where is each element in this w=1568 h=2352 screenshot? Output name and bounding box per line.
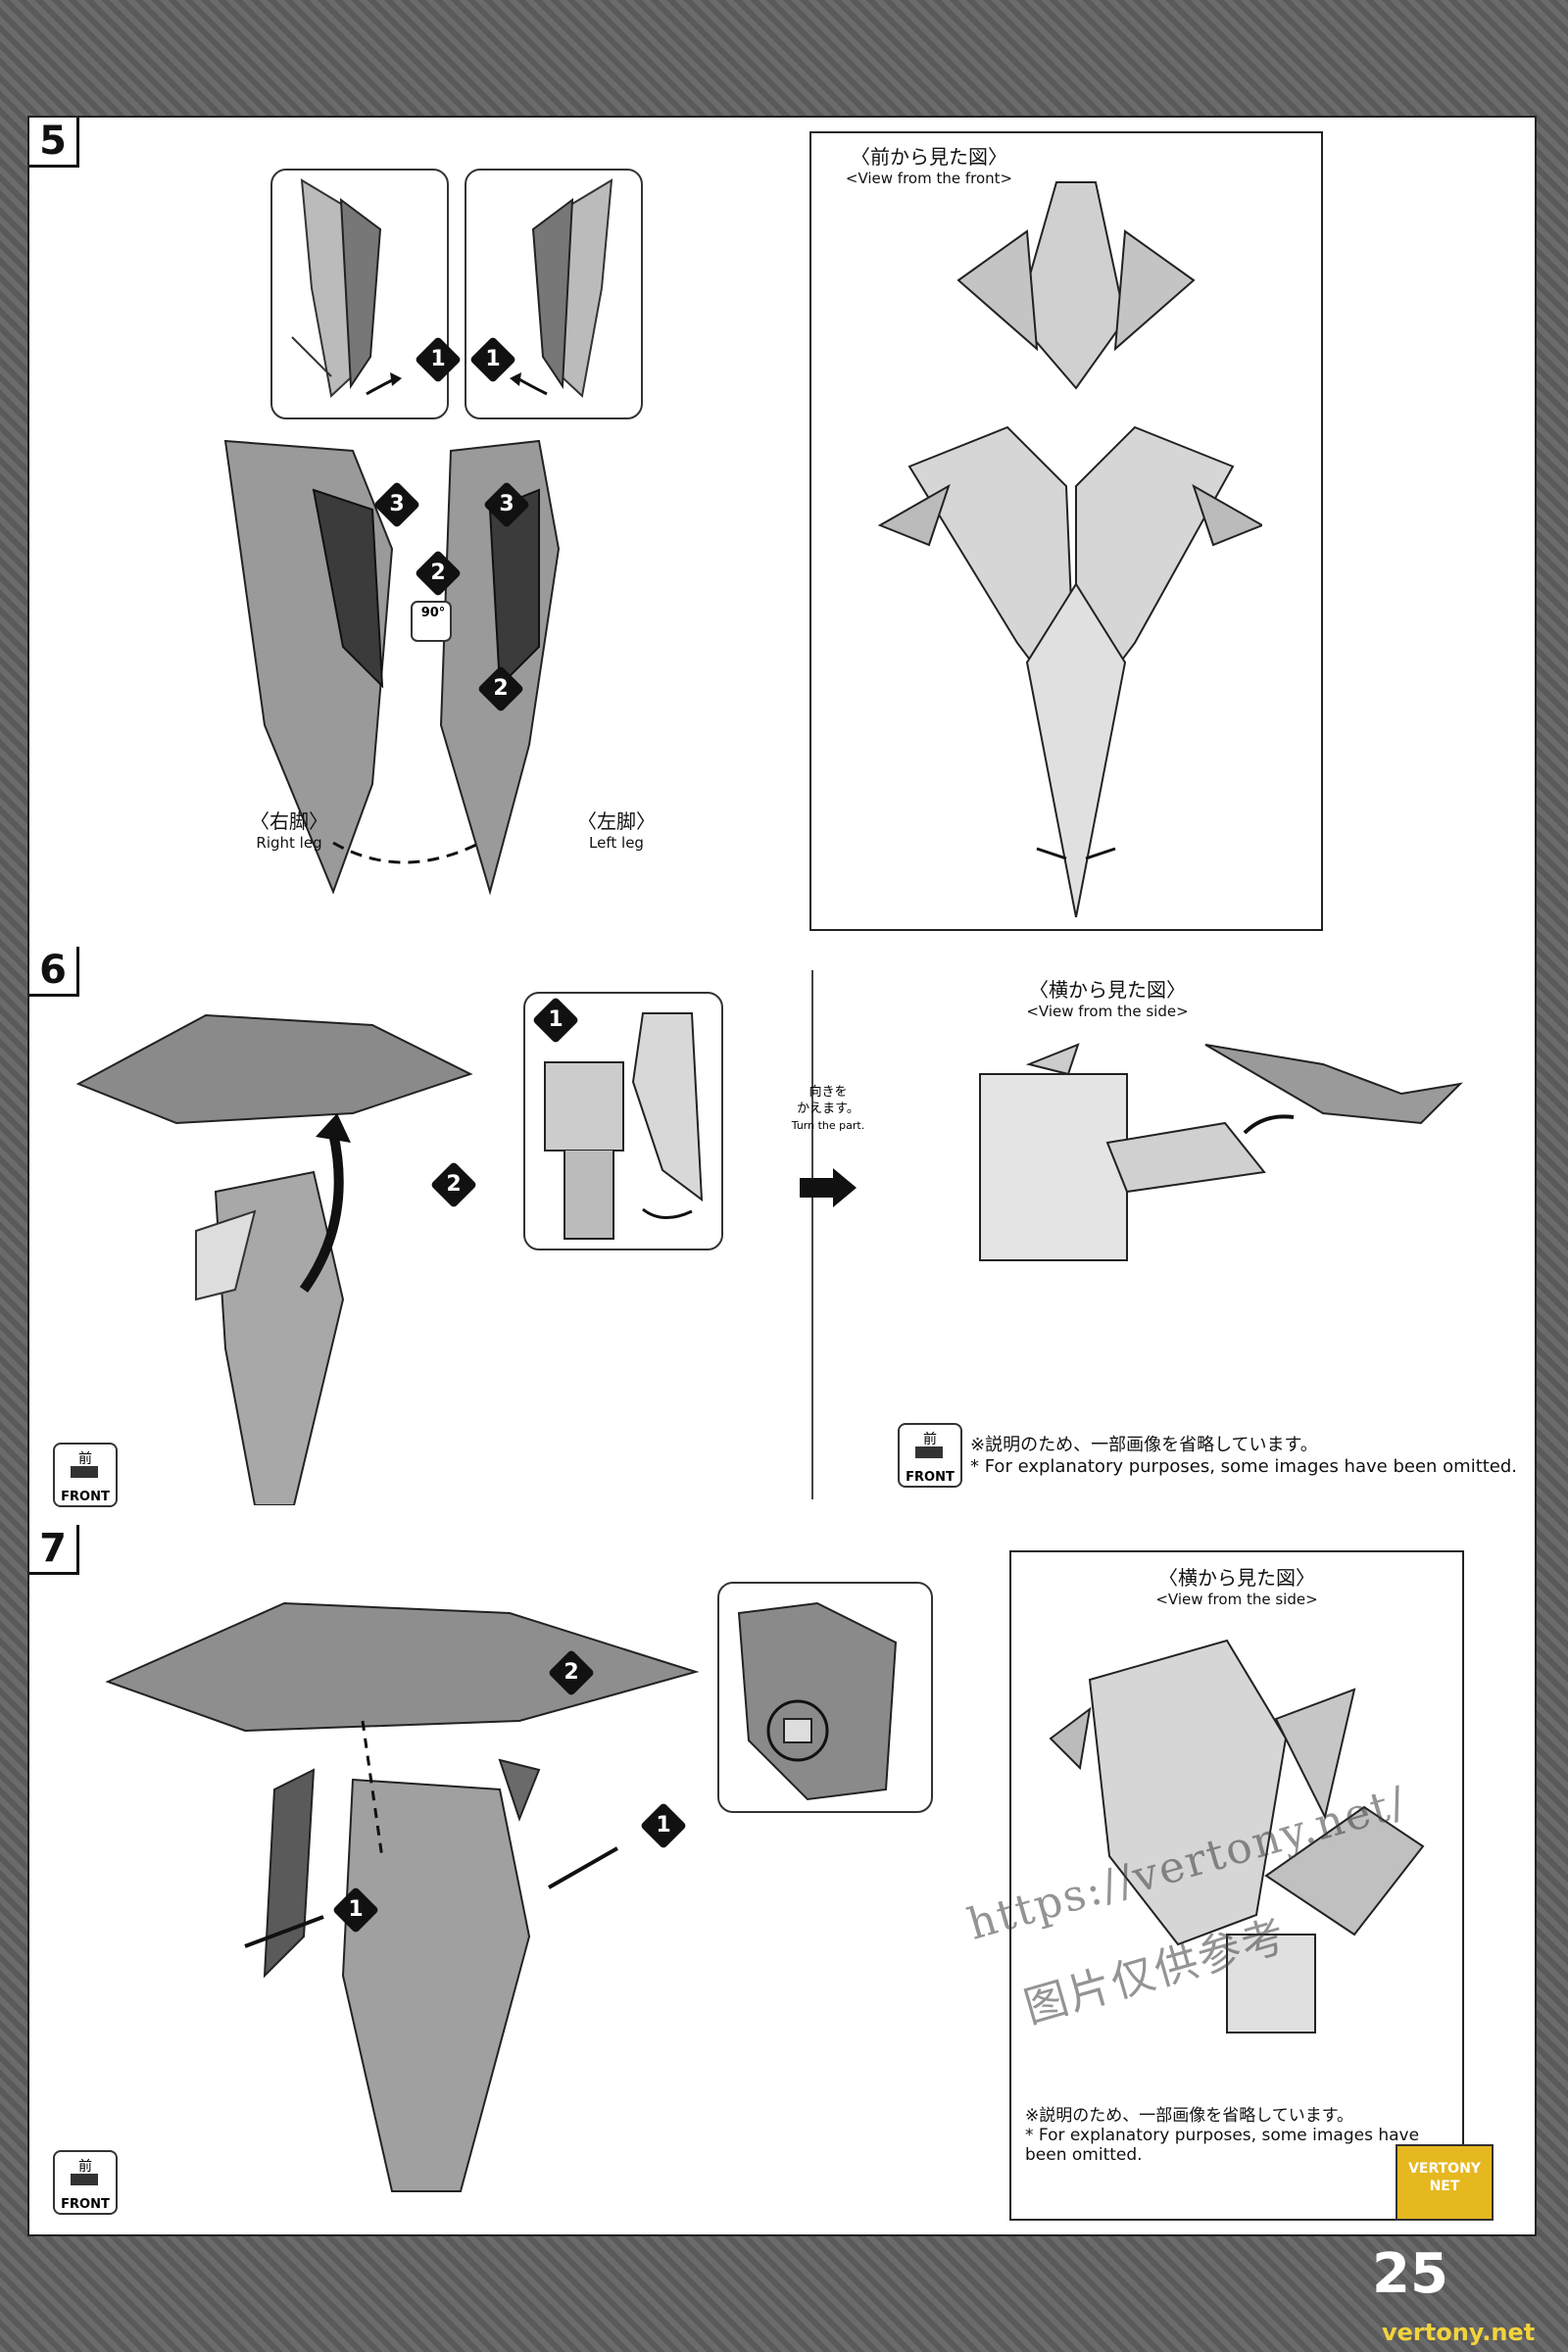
turn-part-note: 向きを かえます。 Turn the part. [791,1085,865,1132]
callout-1-left: 1 [468,335,517,384]
step-6-panel: 6 2 1 向きを かえます。 Turn the part. [29,947,1535,1527]
callout-1-right: 1 [414,335,463,384]
legs-drawing [223,439,561,896]
step-number: 5 [29,118,79,168]
side-view-caption: 〈横から見た図〉 <View from the side> [1026,978,1189,1020]
side-view-box: 〈横から見た図〉 <View from the side> ※説明のため、一部画… [1009,1550,1464,2221]
detail-drawing-left [510,178,613,398]
front-direction-icon-2: 前 FRONT [898,1423,962,1488]
callout-1: 1 [531,996,580,1045]
detail-inset-left [465,169,643,419]
step7-detail-drawing [737,1601,898,1801]
side-view-drawing [1049,1639,1425,2034]
panel-divider [811,970,813,1499]
footer-site: vertony.net [1382,2319,1536,2346]
step-5-panel: 5 1 1 [29,118,1535,949]
callout-2-right: 2 [414,549,463,598]
callout-3-right: 3 [372,480,421,529]
front-view-drawing [877,181,1262,917]
omission-note: ※説明のため、一部画像を省略しています。 * For explanatory p… [970,1435,1518,1477]
right-leg-caption: 〈右脚〉 Right leg [250,809,328,852]
side-view-drawing [979,1043,1463,1261]
left-leg-caption: 〈左脚〉 Left leg [577,809,656,852]
step-number: 6 [29,947,79,997]
detail-inset-right [270,169,449,419]
step6-main-drawing [75,1013,473,1505]
callout-3-left: 3 [482,480,531,529]
side-view-caption: 〈横から見た図〉 <View from the side> [1155,1566,1318,1608]
turn-arrow-icon [800,1168,857,1207]
step-7-panel: 7 2 1 1 〈横から見た図〉 <View from the side> [29,1525,1535,2234]
step6-detail-drawing [544,1012,704,1240]
vertony-logo: VERTONY NET [1396,2144,1494,2221]
rotation-90-label: 90° [420,606,446,620]
manual-sheet: 5 1 1 [27,116,1537,2236]
omission-note: ※説明のため、一部画像を省略しています。 * For explanatory p… [1025,2106,1420,2165]
page-number: 25 [1372,2242,1448,2306]
callout-2: 2 [547,1648,596,1697]
front-view-caption: 〈前から見た図〉 <View from the front> [845,145,1013,187]
front-direction-icon: 前 FRONT [53,1443,118,1507]
callout-1-back: 1 [331,1886,380,1935]
front-direction-icon: 前 FRONT [53,2150,118,2215]
step7-detail-inset [717,1582,933,1813]
front-view-box: 〈前から見た図〉 <View from the front> [809,131,1323,931]
step-number: 7 [29,1525,79,1575]
callout-1-front: 1 [639,1801,688,1850]
callout-2: 2 [429,1160,478,1209]
callout-2-left: 2 [476,664,525,713]
step7-main-drawing [105,1601,700,2192]
detail-drawing-right [291,178,402,398]
